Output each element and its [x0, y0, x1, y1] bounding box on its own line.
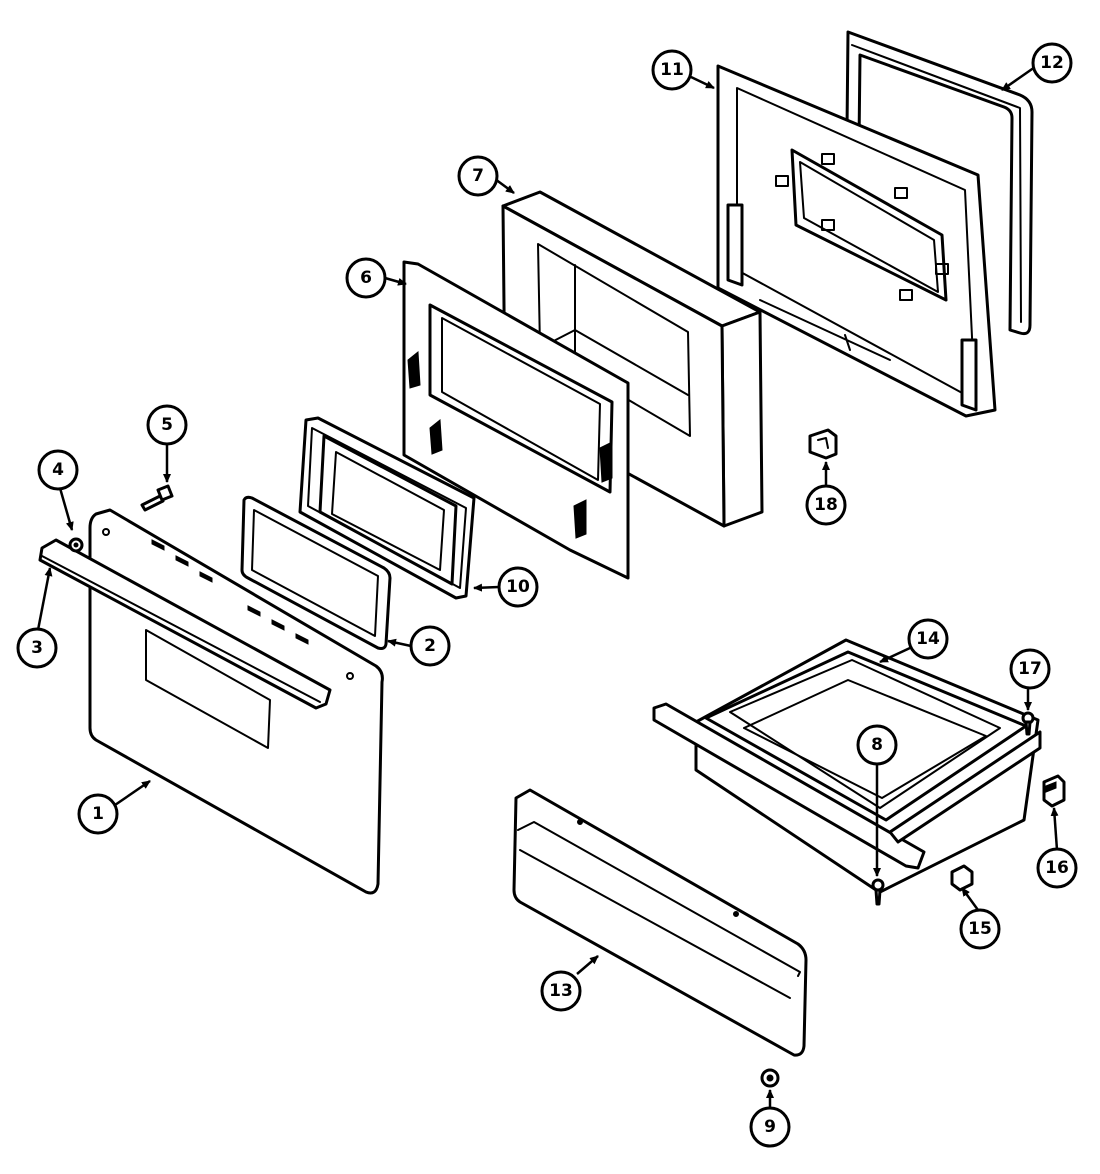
callout-7-label: 7 — [472, 166, 484, 186]
callout-6-label: 6 — [360, 268, 372, 288]
callout-5: 5 — [146, 404, 188, 446]
part-3-door-handle — [38, 538, 332, 710]
part-10-glass-pack — [298, 416, 476, 600]
part-9-bumper — [760, 1068, 780, 1088]
part-5-screw — [140, 484, 174, 512]
callout-11: 11 — [651, 49, 693, 91]
callout-13-label: 13 — [549, 981, 573, 1001]
part-11-inner-door-panel — [716, 64, 997, 418]
callout-3: 3 — [16, 627, 58, 669]
part-16-clip — [1042, 774, 1066, 808]
callout-18-label: 18 — [814, 495, 838, 515]
callout-14-label: 14 — [916, 629, 940, 649]
part-6-inner-glass-frame — [402, 260, 630, 580]
part-12-door-gasket — [844, 30, 1034, 336]
callout-13: 13 — [540, 970, 582, 1012]
callout-7: 7 — [457, 155, 499, 197]
callout-8-label: 8 — [871, 735, 883, 755]
part-4-washer — [68, 537, 84, 553]
callout-18: 18 — [805, 484, 847, 526]
callout-5-label: 5 — [161, 415, 173, 435]
part-18-clip — [808, 428, 838, 460]
callout-4-label: 4 — [52, 460, 64, 480]
callout-16: 16 — [1036, 847, 1078, 889]
callout-1-label: 1 — [92, 804, 104, 824]
callout-17-label: 17 — [1018, 659, 1042, 679]
part-14-drawer-pan — [652, 638, 1042, 894]
callout-15: 15 — [959, 908, 1001, 950]
callout-3-label: 3 — [31, 638, 43, 658]
callout-10: 10 — [497, 566, 539, 608]
callout-6: 6 — [345, 257, 387, 299]
callout-1: 1 — [77, 793, 119, 835]
callout-17: 17 — [1009, 648, 1051, 690]
part-17-screw — [1021, 711, 1035, 736]
leader-lines — [36, 65, 1059, 1108]
part-13-drawer-front — [512, 788, 808, 1057]
callout-11-label: 11 — [660, 60, 684, 80]
callout-16-label: 16 — [1045, 858, 1069, 878]
part-15-clip — [950, 864, 974, 892]
callout-4: 4 — [37, 449, 79, 491]
part-2-window-gasket — [240, 495, 392, 650]
callout-14: 14 — [907, 618, 949, 660]
callout-15-label: 15 — [968, 919, 992, 939]
part-8-screw — [871, 878, 885, 906]
callout-8: 8 — [856, 724, 898, 766]
callout-12-label: 12 — [1040, 53, 1064, 73]
callout-10-label: 10 — [506, 577, 530, 597]
callout-9-label: 9 — [764, 1117, 776, 1137]
callout-2: 2 — [409, 625, 451, 667]
callout-2-label: 2 — [424, 636, 436, 656]
callout-9: 9 — [749, 1106, 791, 1148]
callout-12: 12 — [1031, 42, 1073, 84]
